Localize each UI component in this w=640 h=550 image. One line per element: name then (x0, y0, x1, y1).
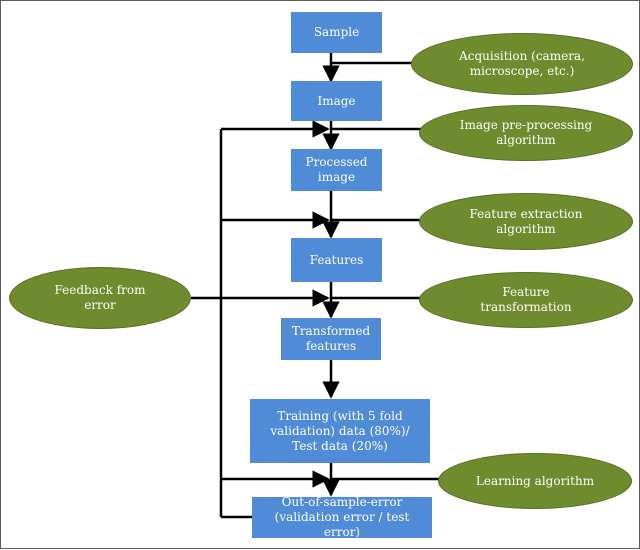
box-sample-label: Sample (313, 25, 360, 39)
ellipse-acquisition-label: Acquisition (camera, microscope, etc.) (459, 49, 585, 78)
box-image: Image (291, 81, 382, 121)
ellipse-preprocessing-label: Image pre-processing algorithm (459, 118, 593, 147)
box-transformed-features: Transformed features (281, 318, 381, 360)
ellipse-feedback-from-error: Feedback from error (9, 267, 191, 329)
box-training-data-label: Training (with 5 fold validation) data (… (270, 408, 410, 453)
box-transformed-features-label: Transformed features (291, 324, 371, 353)
box-out-of-sample-error: Out-of-sample-error (validation error / … (252, 495, 432, 539)
box-training-data: Training (with 5 fold validation) data (… (250, 399, 430, 463)
box-sample: Sample (291, 12, 382, 53)
ellipse-learning-algorithm-label: Learning algorithm (475, 473, 595, 488)
box-out-of-sample-error-label: Out-of-sample-error (validation error / … (274, 495, 410, 539)
ellipse-learning-algorithm: Learning algorithm (438, 453, 632, 509)
ellipse-feature-extraction-label: Feature extraction algorithm (469, 206, 583, 236)
ellipse-feature-extraction: Feature extraction algorithm (419, 193, 633, 250)
box-processed-image: Processed image (291, 149, 382, 191)
box-features-label: Features (309, 252, 364, 267)
box-features: Features (291, 238, 382, 282)
ellipse-preprocessing: Image pre-processing algorithm (419, 105, 633, 161)
box-processed-image-label: Processed image (305, 155, 368, 184)
ellipse-acquisition: Acquisition (camera, microscope, etc.) (411, 33, 633, 95)
box-image-label: Image (317, 93, 356, 108)
ellipse-feature-transformation: Feature transformation (419, 272, 633, 328)
ellipse-feedback-from-error-label: Feedback from error (54, 283, 146, 312)
ellipse-feature-transformation-label: Feature transformation (480, 285, 572, 314)
